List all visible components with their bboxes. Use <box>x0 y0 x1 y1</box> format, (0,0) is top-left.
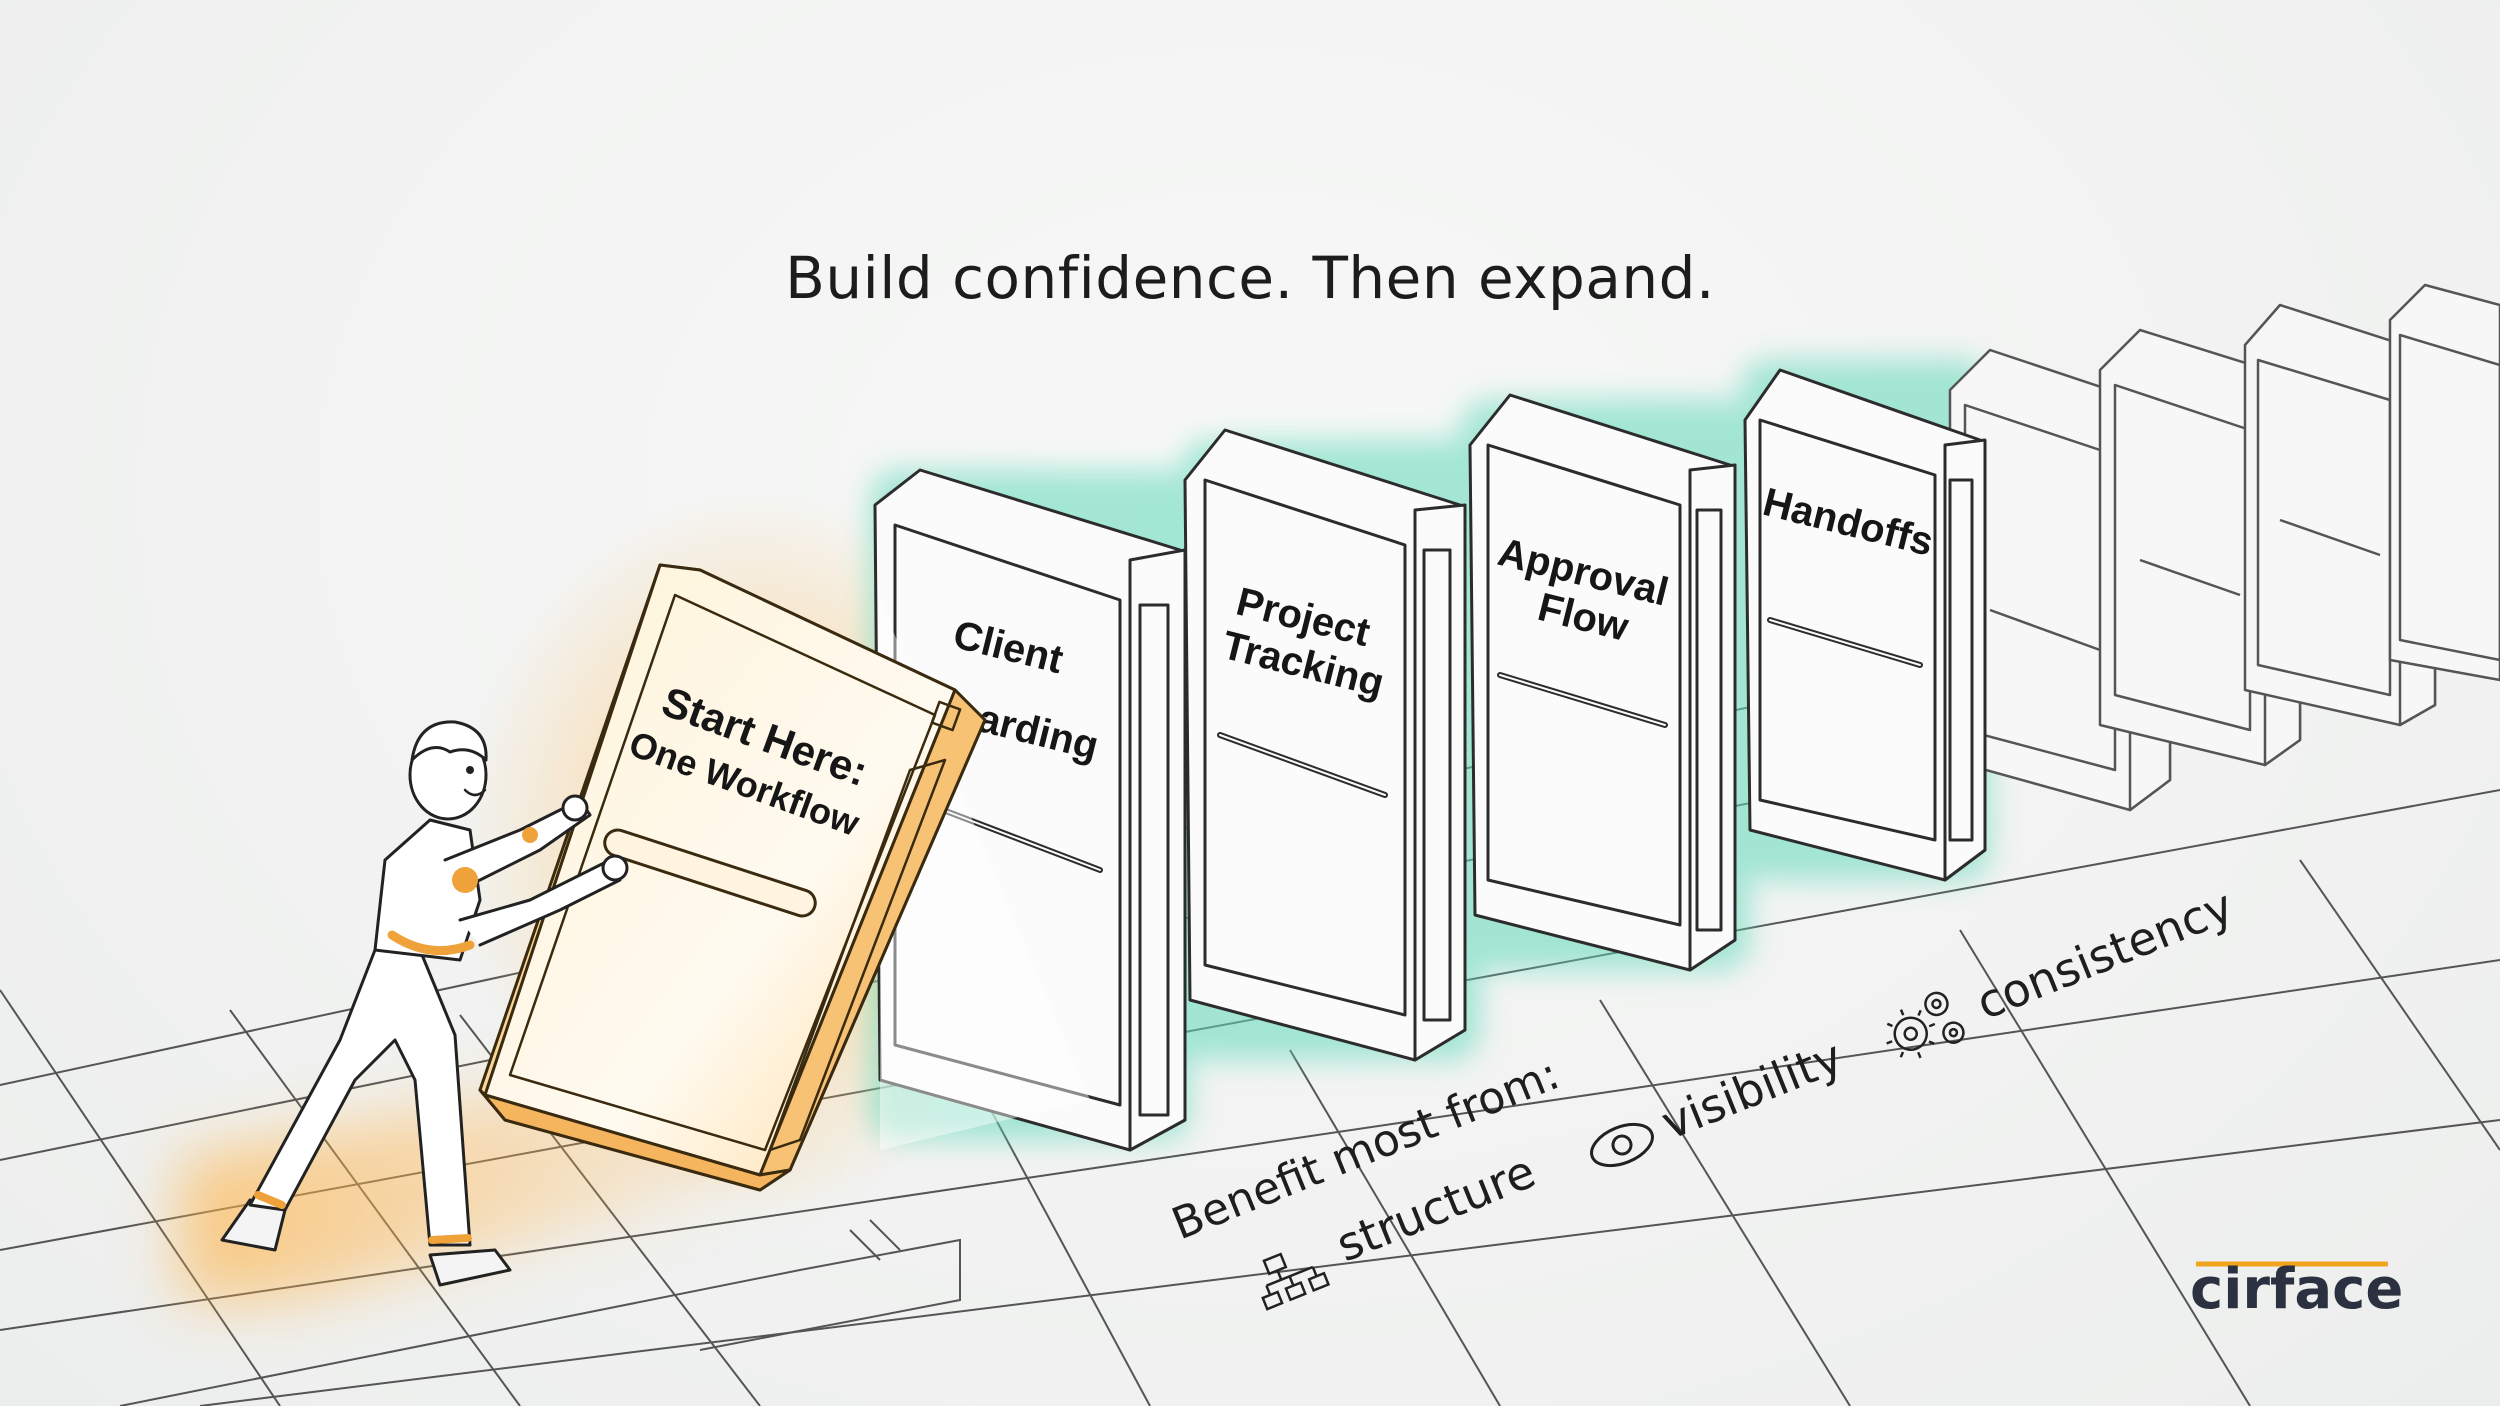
person-pushing-icon <box>220 720 629 1287</box>
gears-icon <box>1886 991 1965 1059</box>
domino-handoffs: Handoffs <box>1743 368 1987 882</box>
domino-client-onboarding: Client arding <box>873 468 1187 1152</box>
cirface-logo: cirface <box>2190 1257 2403 1322</box>
benefit-consistency: consistency <box>1969 878 2241 1030</box>
domino-blank-4 <box>2388 283 2500 682</box>
eye-icon <box>1590 1122 1654 1168</box>
domino-approval-flow: Approval Flow <box>1468 393 1737 972</box>
hierarchy-icon <box>1261 1252 1331 1311</box>
page-title: Build confidence. Then expand. <box>785 244 1715 312</box>
domino-project-tracking: Project Tracking <box>1183 428 1467 1062</box>
domino-start-here: Start Here: One Workflow <box>478 563 987 1192</box>
logo-text: cirface <box>2190 1257 2403 1322</box>
benefit-visibility: visibility <box>1654 1029 1850 1150</box>
background-dominoes <box>1948 283 2500 812</box>
